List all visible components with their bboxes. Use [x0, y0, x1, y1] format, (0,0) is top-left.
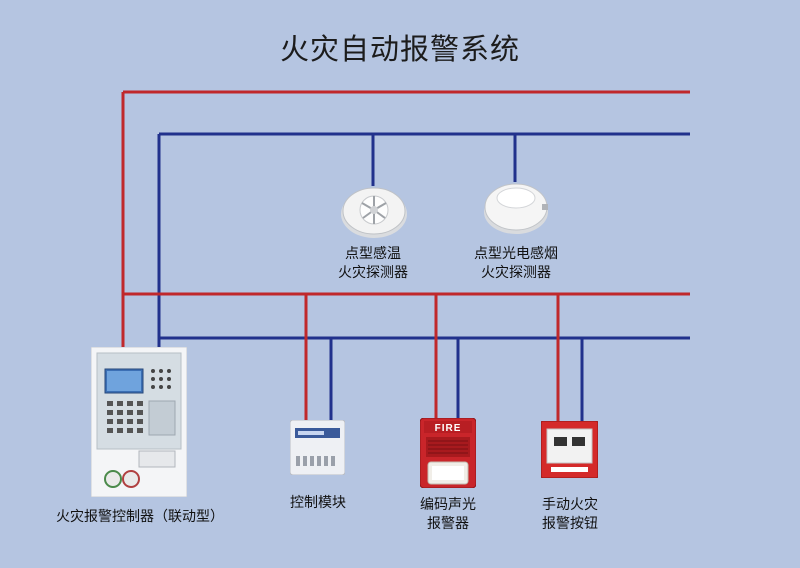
control-module-icon: [290, 420, 345, 475]
sounder-strobe-label: 编码声光 报警器: [393, 496, 503, 534]
control-module-label-line-1: 控制模块: [290, 495, 346, 511]
fire-alarm-control-panel-icon: [91, 347, 187, 497]
call-point-label-line-1: 手动火灾: [542, 497, 598, 513]
heat-detector-label: 点型感温 火灾探测器: [313, 245, 433, 283]
control-module-label: 控制模块: [263, 494, 373, 513]
sounder-label-line-2: 报警器: [427, 516, 469, 532]
diagram-title: 火灾自动报警系统: [279, 32, 520, 66]
call-point-label-line-2: 报警按钮: [542, 516, 598, 532]
sounder-label-line-1: 编码声光: [420, 497, 476, 513]
manual-call-point-icon: [541, 421, 598, 478]
smoke-detector-label: 点型光电感烟 火灾探测器: [456, 245, 576, 283]
sounder-panel-text: FIRE: [435, 423, 462, 434]
heat-detector-label-line-2: 火灾探测器: [338, 265, 408, 281]
smoke-detector-label-line-2: 火灾探测器: [481, 265, 551, 281]
smoke-detector-label-line-1: 点型光电感烟: [474, 246, 558, 262]
sounder-strobe-icon: FIRE: [420, 418, 476, 488]
controller-label: 火灾报警控制器（联动型）: [56, 509, 224, 525]
manual-call-point-label: 手动火灾 报警按钮: [515, 496, 625, 534]
smoke-detector-icon: [484, 183, 548, 234]
heat-detector-icon: [341, 187, 407, 238]
heat-detector-label-line-1: 点型感温: [345, 246, 401, 262]
